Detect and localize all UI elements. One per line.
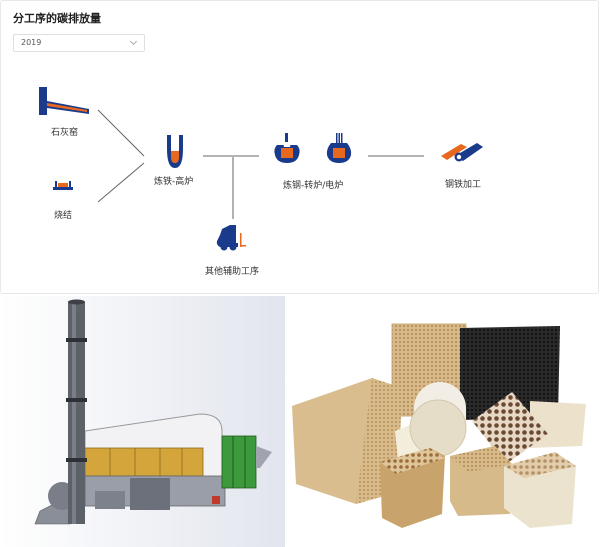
year-select-value: 2019 — [21, 38, 42, 47]
honeycomb-ceramic-image — [290, 296, 600, 547]
auxiliary-process-icon — [216, 225, 246, 251]
year-select[interactable]: 2019 — [13, 34, 145, 52]
connector-sinter-to-iron — [97, 162, 145, 203]
node-ironmaking: 炼铁-高炉 — [154, 177, 194, 187]
converter-icon — [274, 133, 300, 163]
panel-title: 分工序的碳排放量 — [13, 12, 101, 25]
emissions-panel: 分工序的碳排放量 2019 石灰窑 烧结 炼铁-高炉 — [0, 0, 599, 294]
node-steelmaking: 炼钢-转炉/电炉 — [283, 181, 344, 191]
node-steel-processing: 钢铁加工 — [445, 180, 482, 190]
industrial-equipment-image — [0, 296, 285, 547]
steel-processing-icon — [441, 143, 483, 162]
node-lime-kiln: 石灰窑 — [51, 128, 79, 138]
connector-lime-to-iron — [97, 109, 145, 157]
flow-connectors — [97, 109, 424, 219]
blast-furnace-icon — [167, 135, 183, 168]
node-auxiliary: 其他辅助工序 — [205, 267, 260, 277]
sintering-icon — [53, 181, 73, 190]
node-sintering: 烧结 — [54, 211, 73, 221]
electric-furnace-icon — [326, 133, 352, 163]
lime-kiln-icon — [39, 87, 89, 115]
